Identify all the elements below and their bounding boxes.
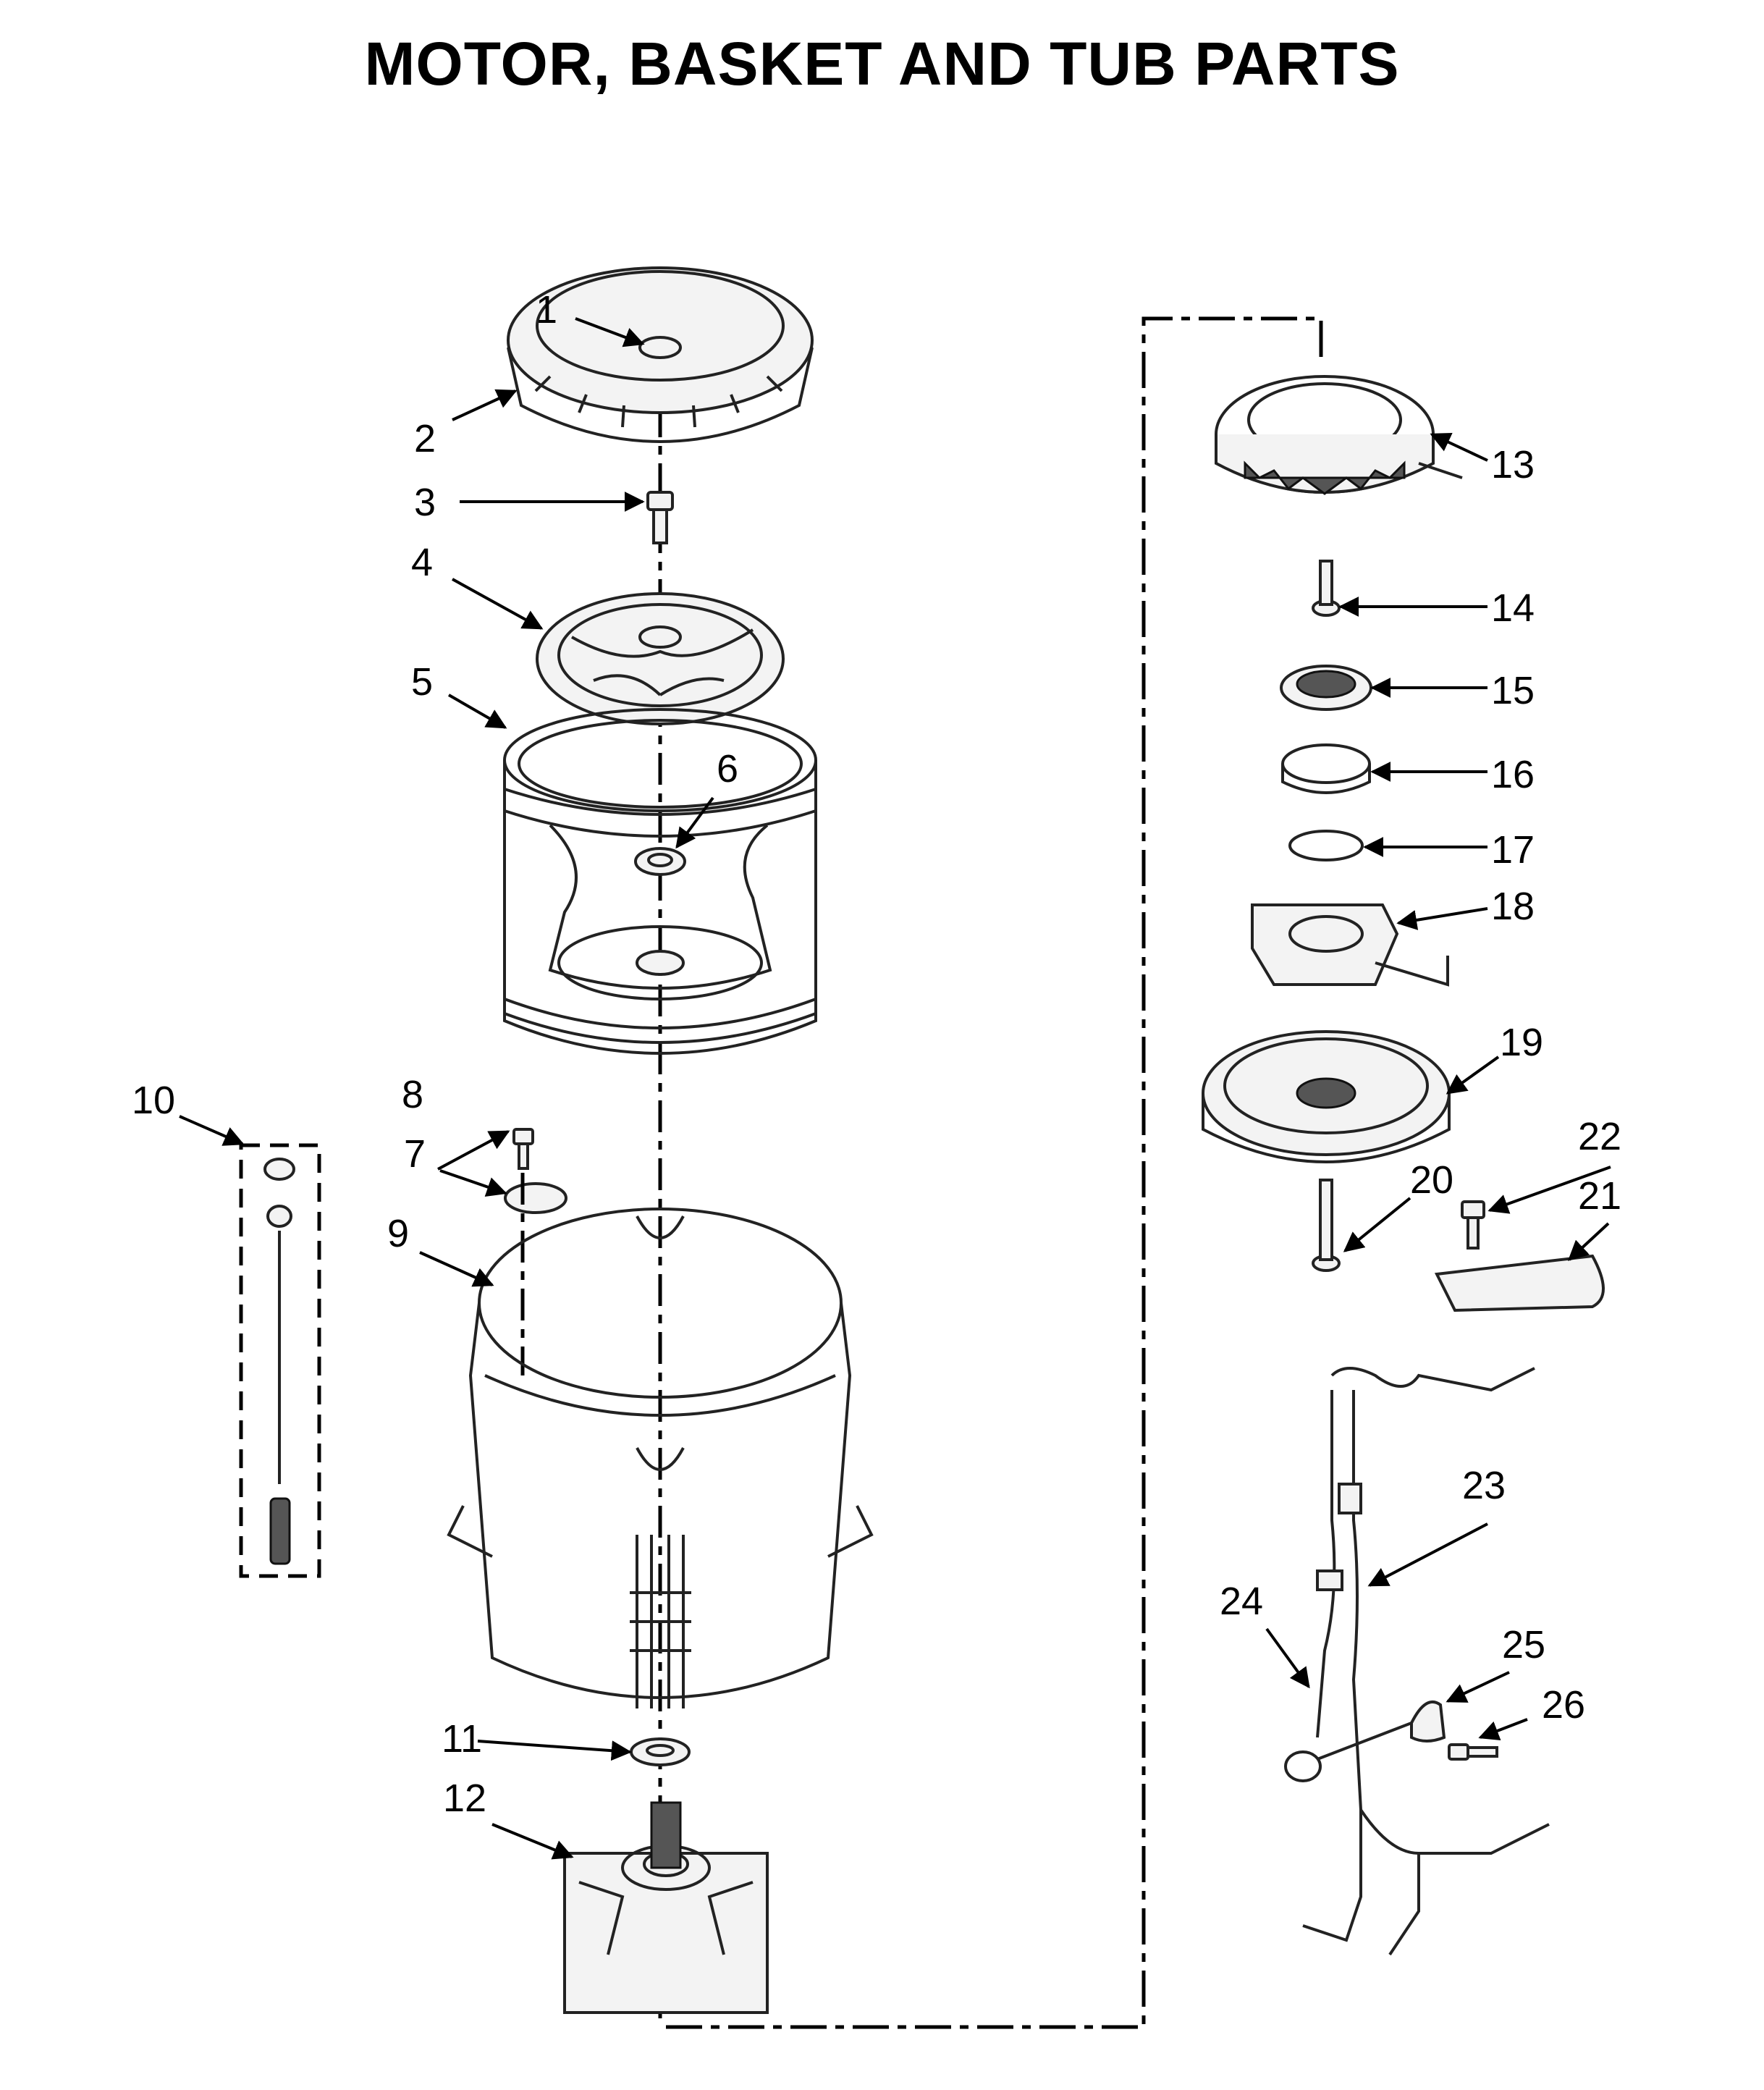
callout-15: 15 bbox=[1491, 669, 1535, 712]
page-title: MOTOR, BASKET AND TUB PARTS bbox=[364, 30, 1400, 98]
callout-4: 4 bbox=[411, 541, 433, 584]
bracket-part-7 bbox=[504, 1182, 567, 1214]
callout-6: 6 bbox=[717, 747, 738, 791]
leader-lines bbox=[179, 317, 1611, 1860]
callout-19: 19 bbox=[1500, 1021, 1543, 1064]
cap-part-1 bbox=[638, 336, 682, 359]
bearing-housing-part-16 bbox=[1281, 743, 1371, 794]
impeller-part-4 bbox=[536, 592, 785, 725]
bolt-part-3 bbox=[646, 491, 674, 544]
callout-21: 21 bbox=[1578, 1174, 1621, 1218]
clamp-part-25 bbox=[1410, 1700, 1446, 1743]
callout-26: 26 bbox=[1542, 1683, 1585, 1727]
suspension-rod-kit-box bbox=[239, 1143, 321, 1578]
callout-labels: 1 2 3 4 5 6 7 8 9 10 11 12 13 14 15 16 1… bbox=[132, 288, 1621, 1820]
callout-24: 24 bbox=[1220, 1580, 1263, 1623]
stator-part-13 bbox=[1215, 375, 1463, 495]
screw-part-22 bbox=[1461, 1200, 1485, 1250]
assembly-connector-dashed-line bbox=[666, 316, 1323, 2029]
callout-22: 22 bbox=[1578, 1115, 1621, 1158]
callout-3: 3 bbox=[414, 481, 436, 524]
callout-5: 5 bbox=[411, 660, 433, 704]
callout-9: 9 bbox=[387, 1212, 409, 1255]
bolt-part-14 bbox=[1312, 560, 1341, 617]
callout-2: 2 bbox=[414, 417, 436, 460]
callout-17: 17 bbox=[1491, 828, 1535, 872]
washer-part-11 bbox=[630, 1737, 691, 1766]
callout-13: 13 bbox=[1491, 443, 1535, 486]
bolt-part-20 bbox=[1312, 1179, 1341, 1272]
callout-12: 12 bbox=[443, 1777, 486, 1820]
callout-16: 16 bbox=[1491, 753, 1535, 796]
screw-part-26 bbox=[1448, 1743, 1498, 1761]
callout-8: 8 bbox=[402, 1073, 423, 1116]
wire-tie-part-24 bbox=[1284, 1750, 1322, 1782]
callout-20: 20 bbox=[1410, 1158, 1453, 1202]
retaining-ring-part-17 bbox=[1288, 830, 1364, 861]
callout-25: 25 bbox=[1502, 1623, 1545, 1666]
callout-7: 7 bbox=[404, 1132, 426, 1176]
callout-10: 10 bbox=[132, 1079, 175, 1122]
bearing-part-15 bbox=[1280, 665, 1372, 711]
callout-23: 23 bbox=[1462, 1464, 1506, 1507]
shield-part-21 bbox=[1434, 1254, 1605, 1312]
callout-18: 18 bbox=[1491, 885, 1535, 928]
suspension-rod-part-10 bbox=[263, 1158, 295, 1565]
callout-1: 1 bbox=[536, 288, 557, 332]
mounting-plate-part-12 bbox=[563, 1801, 769, 2014]
outer-tub-part-9 bbox=[447, 1208, 874, 1708]
wire-harness-part-23 bbox=[1302, 1367, 1550, 1956]
basket-part-5 bbox=[503, 708, 817, 1055]
rotor-part-19 bbox=[1202, 1030, 1451, 1163]
callout-14: 14 bbox=[1491, 586, 1535, 630]
screw-part-8 bbox=[512, 1128, 534, 1170]
sensor-plate-part-18 bbox=[1251, 903, 1449, 987]
hub-part-6 bbox=[634, 847, 686, 976]
callout-11: 11 bbox=[442, 1717, 482, 1761]
